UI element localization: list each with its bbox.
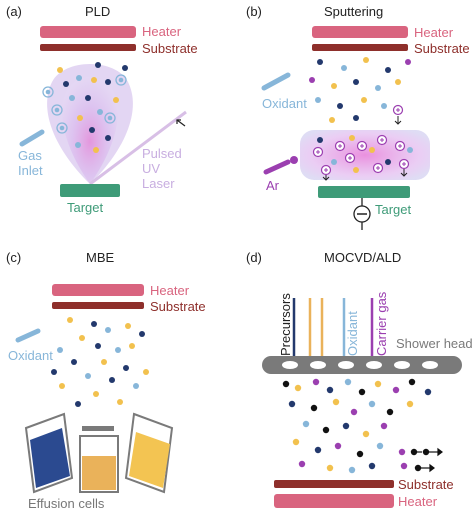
particle: [77, 115, 83, 121]
mocvd-substrate-label: Substrate: [398, 477, 454, 492]
mbe-heater-bar: [52, 284, 144, 296]
particle: [63, 81, 69, 87]
mbe-title: MBE: [86, 250, 115, 265]
effusion-cell-orange: [79, 426, 119, 493]
particle: [105, 79, 111, 85]
particle: [85, 95, 91, 101]
gas-inlet-label-1: Gas: [18, 148, 42, 163]
sputter-title: Sputtering: [324, 4, 383, 19]
carrier-gas-label: Carrier gas: [374, 291, 389, 356]
ar-label: Ar: [266, 178, 280, 193]
mocvd-tag: (d): [246, 250, 262, 265]
mbe-particles: [51, 317, 149, 407]
pld-heater-label: Heater: [142, 24, 182, 39]
sputter-substrate-bar: [312, 44, 408, 51]
exhaust-flow: [398, 447, 443, 473]
mocvd-title: MOCVD/ALD: [324, 250, 401, 265]
ar-inlet-pipe: [263, 159, 291, 175]
gas-inlet-pipe: [19, 129, 45, 147]
laser-beam: [89, 110, 187, 186]
mocvd-heater-label: Heater: [398, 494, 438, 509]
particle: [69, 95, 75, 101]
panel-pld: (a) PLD Heater Substrate: [6, 4, 198, 215]
mocvd-particles: [282, 378, 432, 474]
shower-holes: [282, 361, 438, 369]
particle: [122, 65, 128, 71]
mbe-heater-label: Heater: [150, 283, 190, 298]
mocvd-oxidant-label: Oxidant: [345, 311, 360, 356]
panel-mbe: (c) MBE Heater Substrate Oxidant: [6, 250, 206, 511]
effusion-label: Effusion cells: [28, 496, 105, 511]
panel-sputtering: (b) Sputtering Heater Substrate Oxidant: [246, 4, 470, 230]
particle: [89, 127, 95, 133]
particle: [91, 77, 97, 83]
plasma-particles: [317, 135, 413, 173]
particle: [95, 62, 101, 68]
sputter-oxidant-pipe: [261, 72, 291, 91]
effusion-cell-blue: [24, 412, 74, 494]
shutter: [82, 426, 114, 431]
sputter-tag: (b): [246, 4, 262, 19]
sputter-substrate-label: Substrate: [414, 41, 470, 56]
laser-label-2: UV: [142, 161, 160, 176]
mocvd-substrate-bar: [274, 480, 394, 488]
pld-particles: [42, 62, 128, 153]
sputter-particles: [309, 57, 411, 123]
mbe-substrate-bar: [52, 302, 144, 309]
mocvd-heater-bar: [274, 494, 394, 508]
gas-molecule: [51, 104, 63, 116]
mbe-substrate-label: Substrate: [150, 299, 206, 314]
sputter-ions-top: [392, 104, 404, 116]
precursors-label: Precursors: [278, 293, 293, 356]
mbe-oxidant-pipe: [15, 328, 41, 343]
pld-substrate-label: Substrate: [142, 41, 198, 56]
pld-title: PLD: [85, 4, 110, 19]
ar-atom: [290, 156, 298, 164]
particle: [105, 135, 111, 141]
particle: [57, 67, 63, 73]
pld-substrate-bar: [40, 44, 136, 51]
gas-molecule: [104, 112, 116, 124]
shower-head: [262, 356, 462, 374]
panel-mocvd: (d) MOCVD/ALD Precursors Oxidant Carrier…: [246, 250, 473, 509]
gas-molecule: [115, 74, 127, 86]
sputter-heater-label: Heater: [414, 25, 454, 40]
sputter-target-label: Target: [375, 202, 412, 217]
sputter-target-block: [318, 186, 410, 198]
shower-head-label: Shower head: [396, 336, 473, 351]
mbe-tag: (c): [6, 250, 21, 265]
mbe-oxidant-label: Oxidant: [8, 348, 53, 363]
particle: [97, 109, 103, 115]
particle: [113, 97, 119, 103]
pld-heater-bar: [40, 26, 136, 38]
laser-arrow: [176, 119, 186, 127]
pld-target-block: [60, 184, 120, 197]
sputter-heater-bar: [312, 26, 408, 38]
particle: [93, 147, 99, 153]
laser-label-3: Laser: [142, 176, 175, 191]
particle: [75, 142, 81, 148]
pld-target-label: Target: [67, 200, 104, 215]
pld-tag: (a): [6, 4, 22, 19]
particle: [76, 75, 82, 81]
sputter-oxidant-label: Oxidant: [262, 96, 307, 111]
laser-label-1: Pulsed: [142, 146, 182, 161]
gas-molecule: [56, 122, 68, 134]
effusion-cell-yellow: [124, 412, 174, 494]
gas-molecule: [42, 86, 54, 98]
gas-inlet-label-2: Inlet: [18, 163, 43, 178]
